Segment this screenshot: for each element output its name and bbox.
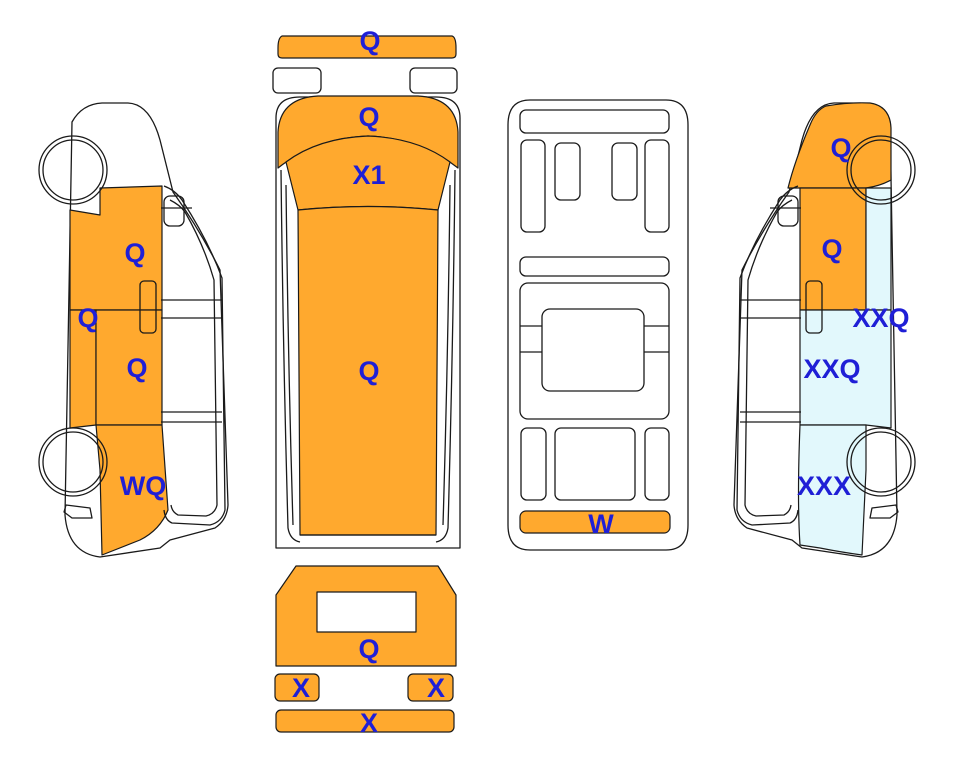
right-sliding-rail bbox=[740, 207, 801, 423]
rear-left-lamp-panel bbox=[274, 673, 320, 702]
rear-left-lamp-label: X bbox=[292, 673, 310, 703]
right-front-door-label: Q bbox=[821, 234, 842, 264]
rear-bumper-label: X bbox=[360, 708, 378, 738]
rear-bumper-panel bbox=[275, 709, 455, 733]
right-side-rail bbox=[435, 169, 456, 543]
rear-view: Q X X X bbox=[274, 565, 457, 738]
left-door-handle bbox=[139, 280, 157, 334]
right-window-frame-inner bbox=[744, 199, 793, 517]
underbody-tank bbox=[541, 308, 645, 392]
right-front-wing-panel bbox=[787, 102, 892, 189]
right-front-wheel bbox=[846, 135, 916, 205]
right-front-wing-label: Q bbox=[830, 133, 851, 163]
right-rear-panel bbox=[799, 309, 892, 429]
vehicle-body-top bbox=[275, 96, 461, 549]
roof-visor-label: Q bbox=[359, 26, 380, 56]
right-mirror-side bbox=[777, 195, 799, 227]
left-front-wheel-inner bbox=[42, 139, 104, 201]
left-front-wing-panel bbox=[69, 185, 163, 311]
left-rear-wheel-inner bbox=[42, 431, 104, 493]
right-rear-panel-label: XXQ bbox=[803, 354, 860, 384]
left-side-rail bbox=[280, 169, 301, 543]
underbody-cross-member bbox=[519, 256, 670, 277]
left-rear-wheel bbox=[38, 427, 108, 497]
right-rear-wheel-arch-panel bbox=[797, 424, 867, 556]
left-sill-label: Q bbox=[77, 303, 98, 333]
right-rear-wheel-inner bbox=[850, 431, 912, 493]
roof-label: Q bbox=[358, 356, 379, 386]
rear-window bbox=[316, 591, 417, 633]
top-view: Q Q X1 Q bbox=[272, 26, 461, 549]
left-sliding-rail bbox=[161, 207, 222, 423]
underbody-outline bbox=[507, 99, 689, 551]
roof-visor-panel bbox=[277, 35, 457, 59]
left-rear-wheel-arch-panel bbox=[95, 424, 169, 556]
rear-right-lamp-label: X bbox=[427, 673, 445, 703]
left-side-rail-inner bbox=[285, 184, 294, 526]
windscreen-area-label: X1 bbox=[352, 160, 385, 190]
bonnet-label: Q bbox=[358, 102, 379, 132]
right-side-rail-inner bbox=[442, 184, 451, 526]
left-window-frame bbox=[163, 185, 226, 526]
left-side-view: Q Q Q WQ bbox=[38, 102, 229, 558]
left-mirror bbox=[272, 67, 322, 94]
rear-right-lamp-panel bbox=[407, 673, 454, 702]
underbody-mid-inner bbox=[520, 325, 669, 353]
underbody-rear-label: W bbox=[588, 509, 614, 539]
left-front-bumper bbox=[63, 504, 93, 519]
roof-panel bbox=[297, 205, 439, 536]
underbody-front-left-inner bbox=[554, 142, 581, 201]
left-front-door-label: Q bbox=[124, 238, 145, 268]
right-sill-panel bbox=[865, 187, 892, 311]
underbody-rear-left bbox=[520, 427, 547, 501]
underbody-view: W bbox=[507, 99, 689, 551]
right-rear-wheel-arch-label: XXX bbox=[797, 471, 851, 501]
right-window-frame bbox=[736, 185, 799, 526]
right-mirror bbox=[409, 67, 458, 94]
right-side-view: Q Q XXQ XXQ XXX bbox=[733, 102, 916, 558]
underbody-mid-frame bbox=[519, 282, 670, 420]
right-front-bumper bbox=[869, 504, 899, 519]
left-rear-wheel-arch-label: WQ bbox=[120, 471, 167, 501]
right-rear-wheel bbox=[846, 427, 916, 497]
left-body-outline bbox=[64, 102, 229, 558]
right-sill-label: XXQ bbox=[852, 303, 909, 333]
underbody-rear-centre bbox=[554, 427, 636, 501]
right-door-handle bbox=[805, 280, 823, 334]
underbody-front-beam bbox=[519, 109, 670, 134]
underbody-front-right-inner bbox=[611, 142, 638, 201]
right-front-wheel-inner bbox=[850, 139, 912, 201]
underbody-rear-right bbox=[644, 427, 670, 501]
left-front-wheel bbox=[38, 135, 108, 205]
underbody-front-left-frame bbox=[520, 139, 546, 233]
left-window-frame-inner bbox=[169, 199, 218, 517]
left-mirror-side bbox=[163, 195, 185, 227]
underbody-front-right-frame bbox=[644, 139, 670, 233]
rear-door-label: Q bbox=[358, 634, 379, 664]
left-rear-panel-label: Q bbox=[126, 353, 147, 383]
underbody-rear-panel bbox=[519, 510, 671, 534]
